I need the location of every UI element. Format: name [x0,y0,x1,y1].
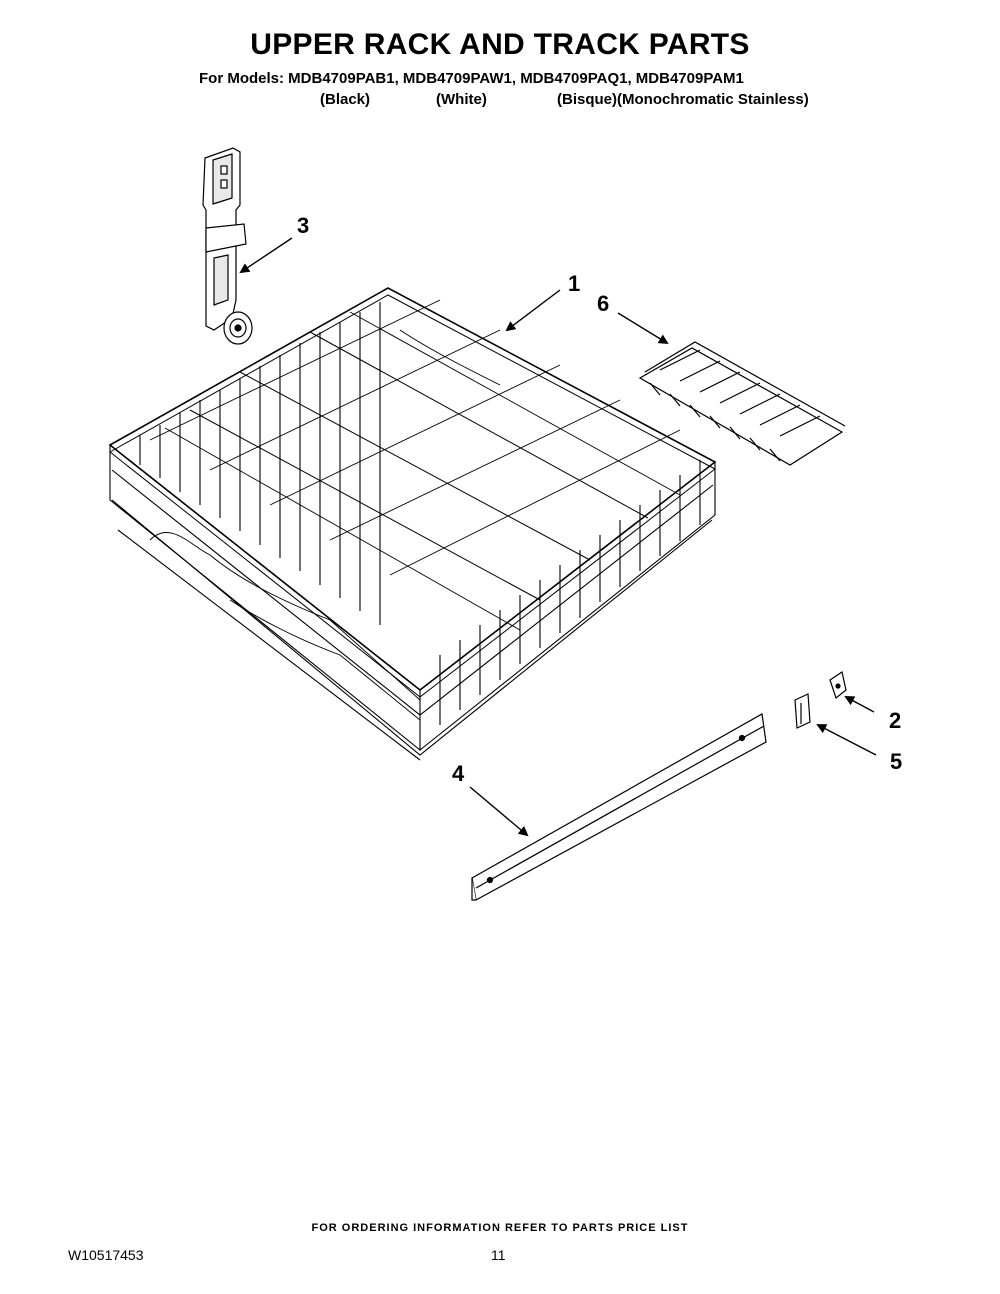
track-part [471,713,767,901]
color-bisque-stainless-label: (Bisque)(Monochromatic Stainless) [557,91,809,108]
document-number: W10517453 [68,1247,144,1263]
upper-rack-part [108,287,717,761]
tine-row-part [638,341,846,466]
callout-2: 2 [889,708,901,733]
track-stop-part [829,671,847,700]
leader-arrows [239,237,877,837]
color-white-label: (White) [436,91,487,108]
models-line: For Models: MDB4709PAB1, MDB4709PAW1, MD… [199,70,744,87]
callout-3: 3 [297,213,309,238]
page-title: UPPER RACK AND TRACK PARTS [250,28,750,61]
callout-4: 4 [452,761,465,786]
ordering-info-note: FOR ORDERING INFORMATION REFER TO PARTS … [311,1222,689,1234]
page-number: 11 [491,1247,506,1263]
color-black-label: (Black) [320,91,371,108]
callout-1: 1 [568,271,580,296]
rack-adjuster-part [202,147,253,345]
end-cap-part [794,693,811,729]
callout-5: 5 [890,749,902,774]
callout-6: 6 [597,291,609,316]
